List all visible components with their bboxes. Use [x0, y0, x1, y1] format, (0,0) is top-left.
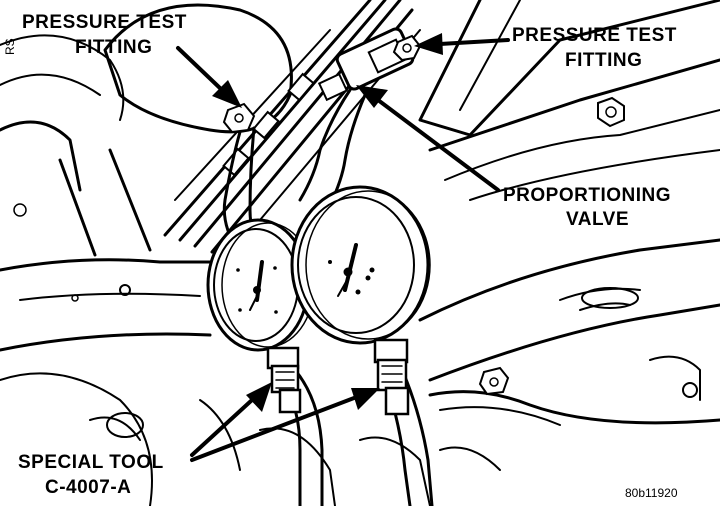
proportioning-valve: [298, 27, 422, 207]
callout-left-line2: FITTING: [75, 37, 152, 58]
callout-tool-line2: C-4007-A: [45, 477, 131, 498]
callout-right-line2: FITTING: [565, 50, 642, 71]
left-test-fitting: [222, 102, 260, 247]
callout-special-tool: SPECIAL TOOL C-4007-A: [18, 452, 164, 498]
callout-left-line1: PRESSURE TEST: [22, 12, 187, 33]
side-mark: RS: [3, 38, 17, 55]
figure-id: 80b11920: [625, 486, 678, 500]
callout-tool-line1: SPECIAL TOOL: [18, 452, 164, 473]
callout-valve-line2: VALVE: [566, 209, 629, 230]
callout-valve-line1: PROPORTIONING: [503, 185, 671, 206]
right-pressure-gauge: [290, 185, 431, 416]
leader-arrows: [176, 33, 510, 462]
left-pressure-gauge: [206, 218, 315, 414]
callout-pressure-test-fitting-right: PRESSURE TEST FITTING: [512, 25, 677, 71]
callout-proportioning-valve: PROPORTIONING VALVE: [503, 185, 671, 230]
callout-pressure-test-fitting-left: PRESSURE TEST FITTING: [22, 12, 187, 58]
callout-right-line1: PRESSURE TEST: [512, 25, 677, 46]
